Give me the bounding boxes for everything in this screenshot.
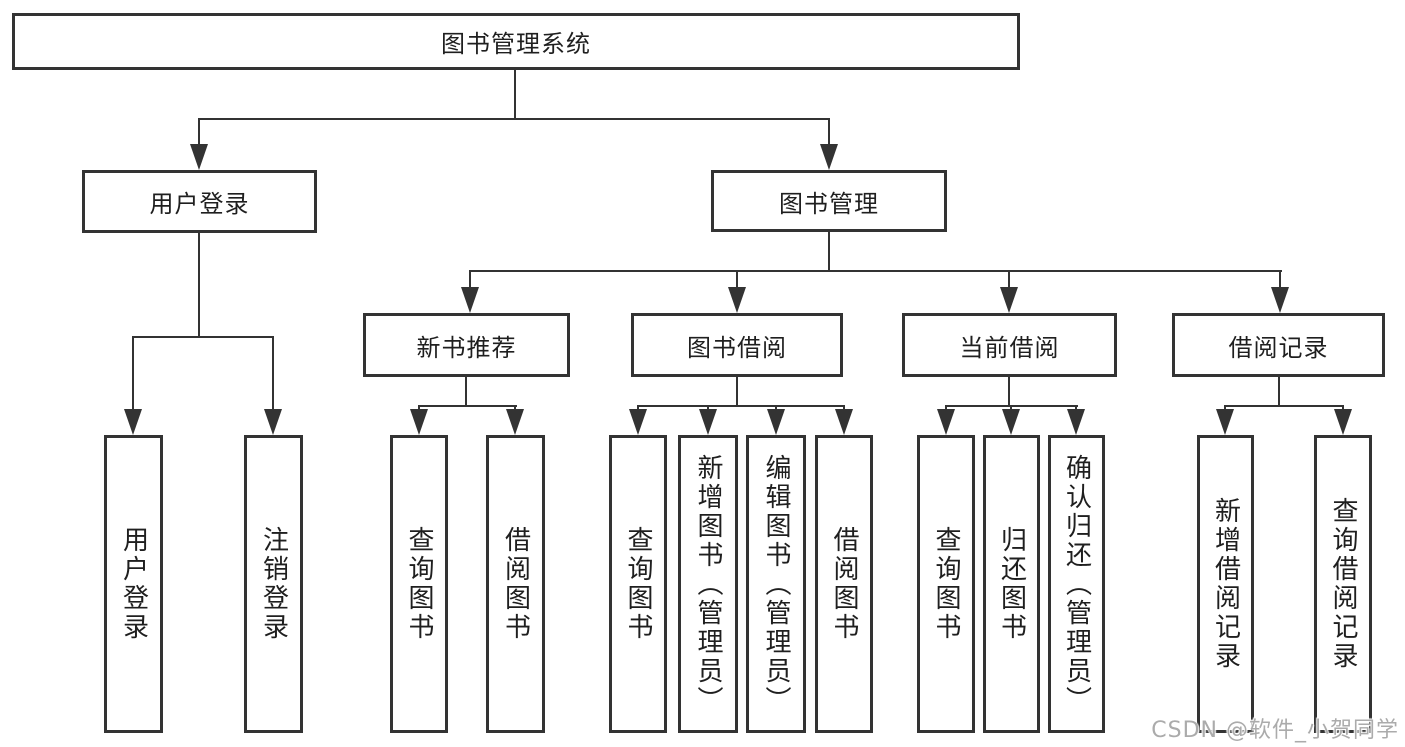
node-label: 借阅图书 xyxy=(500,526,531,642)
connector-drop-g5b xyxy=(1342,405,1344,411)
connector-drop-g5a xyxy=(1224,405,1226,411)
connector-drop-g4c xyxy=(1075,405,1077,411)
csdn-watermark: CSDN @软件_小贺同学 xyxy=(1151,718,1399,743)
connector-bookmgmt-hbar xyxy=(469,270,1282,272)
connector-drop-bookborrow xyxy=(736,270,738,288)
arrowhead-g4b xyxy=(1002,409,1020,435)
node-label: 新增图书（管理员） xyxy=(693,453,723,715)
arrowhead-g3b xyxy=(699,409,717,435)
leaf-edit-books-admin: 编辑图书（管理员） xyxy=(746,435,806,733)
connector-drop-user-login xyxy=(198,118,200,146)
connector-bookborrow-stub xyxy=(736,377,738,407)
arrowhead-g5a xyxy=(1216,409,1234,435)
arrowhead-user-login xyxy=(190,144,208,170)
arrowhead-book-mgmt xyxy=(820,144,838,170)
leaf-return-books: 归还图书 xyxy=(983,435,1040,733)
connector-borrowrecords-hbar xyxy=(1224,405,1344,407)
leaf-borrow-books-1: 借阅图书 xyxy=(486,435,545,733)
node-label: 查询借阅记录 xyxy=(1328,497,1358,671)
node-new-book-recommend: 新书推荐 xyxy=(363,313,570,377)
connector-root-stub xyxy=(514,70,516,120)
node-label: 图书借阅 xyxy=(687,333,787,362)
node-label: 注销登录 xyxy=(258,526,289,642)
connector-drop-leaf-logout xyxy=(272,336,274,411)
leaf-query-books-2: 查询图书 xyxy=(609,435,667,733)
arrowhead-g5b xyxy=(1334,409,1352,435)
connector-drop-g2b xyxy=(514,405,516,411)
connector-bookmgmt-stub xyxy=(828,232,830,272)
arrowhead-g3a xyxy=(629,409,647,435)
connector-drop-g3d xyxy=(843,405,845,411)
arrowhead-g2b xyxy=(506,409,524,435)
leaf-user-login: 用户登录 xyxy=(104,435,163,733)
node-label: 图书管理 xyxy=(779,189,879,218)
leaf-add-books-admin: 新增图书（管理员） xyxy=(678,435,738,733)
connector-drop-g2a xyxy=(418,405,420,411)
connector-drop-currentborrow xyxy=(1008,270,1010,288)
node-label: 当前借阅 xyxy=(959,333,1060,362)
connector-drop-borrowrecords xyxy=(1279,270,1281,288)
connector-newbook-stub xyxy=(465,377,467,407)
leaf-confirm-return-admin: 确认归还（管理员） xyxy=(1048,435,1105,733)
node-borrow-records: 借阅记录 xyxy=(1172,313,1385,377)
connector-drop-g3a xyxy=(637,405,639,411)
arrowhead-leaf-login xyxy=(124,409,142,435)
connector-borrowrecords-stub xyxy=(1278,377,1280,407)
arrowhead-g2a xyxy=(410,409,428,435)
arrowhead-newbook xyxy=(461,287,479,313)
leaf-logout: 注销登录 xyxy=(244,435,303,733)
node-label: 归还图书 xyxy=(996,526,1027,642)
node-label: 查询图书 xyxy=(931,526,961,642)
arrowhead-bookborrow xyxy=(728,287,746,313)
connector-drop-g3b xyxy=(707,405,709,411)
connector-drop-g3c xyxy=(775,405,777,411)
node-root-library-system: 图书管理系统 xyxy=(12,13,1020,70)
arrowhead-borrowrecords xyxy=(1271,287,1289,313)
connector-drop-g4b xyxy=(1010,405,1012,411)
node-current-borrow: 当前借阅 xyxy=(902,313,1117,377)
node-label: 查询图书 xyxy=(623,526,653,642)
node-label: 查询图书 xyxy=(404,526,434,642)
node-label: 新书推荐 xyxy=(416,333,517,362)
leaf-query-books-1: 查询图书 xyxy=(390,435,448,733)
connector-drop-newbook xyxy=(469,270,471,288)
connector-userlogin-stub xyxy=(198,233,200,338)
arrowhead-g3c xyxy=(767,409,785,435)
node-book-borrow: 图书借阅 xyxy=(631,313,843,377)
connector-drop-leaf-login xyxy=(132,336,134,411)
node-label: 新增借阅记录 xyxy=(1210,497,1241,671)
leaf-add-borrow-record: 新增借阅记录 xyxy=(1197,435,1254,733)
connector-currentborrow-stub xyxy=(1008,377,1010,407)
arrowhead-leaf-logout xyxy=(264,409,282,435)
connector-bookborrow-hbar xyxy=(637,405,845,407)
node-label: 借阅记录 xyxy=(1228,333,1329,362)
connector-root-hbar xyxy=(198,118,830,120)
arrowhead-g4a xyxy=(937,409,955,435)
node-label: 确认归还（管理员） xyxy=(1061,453,1092,715)
node-label: 图书管理系统 xyxy=(441,30,591,58)
node-user-login: 用户登录 xyxy=(82,170,317,233)
connector-drop-book-mgmt xyxy=(828,118,830,146)
arrowhead-currentborrow xyxy=(1000,287,1018,313)
leaf-borrow-books-2: 借阅图书 xyxy=(815,435,873,733)
node-label: 用户登录 xyxy=(149,190,250,218)
connector-drop-g4a xyxy=(945,405,947,411)
connector-newbook-hbar xyxy=(418,405,517,407)
node-label: 编辑图书（管理员） xyxy=(761,453,791,715)
node-label: 借阅图书 xyxy=(829,526,859,642)
leaf-query-borrow-record: 查询借阅记录 xyxy=(1314,435,1372,733)
arrowhead-g4c xyxy=(1067,409,1085,435)
arrowhead-g3d xyxy=(835,409,853,435)
node-label: 用户登录 xyxy=(118,526,149,642)
connector-userlogin-hbar xyxy=(132,336,274,338)
leaf-query-books-3: 查询图书 xyxy=(917,435,975,733)
node-book-management: 图书管理 xyxy=(711,170,947,232)
